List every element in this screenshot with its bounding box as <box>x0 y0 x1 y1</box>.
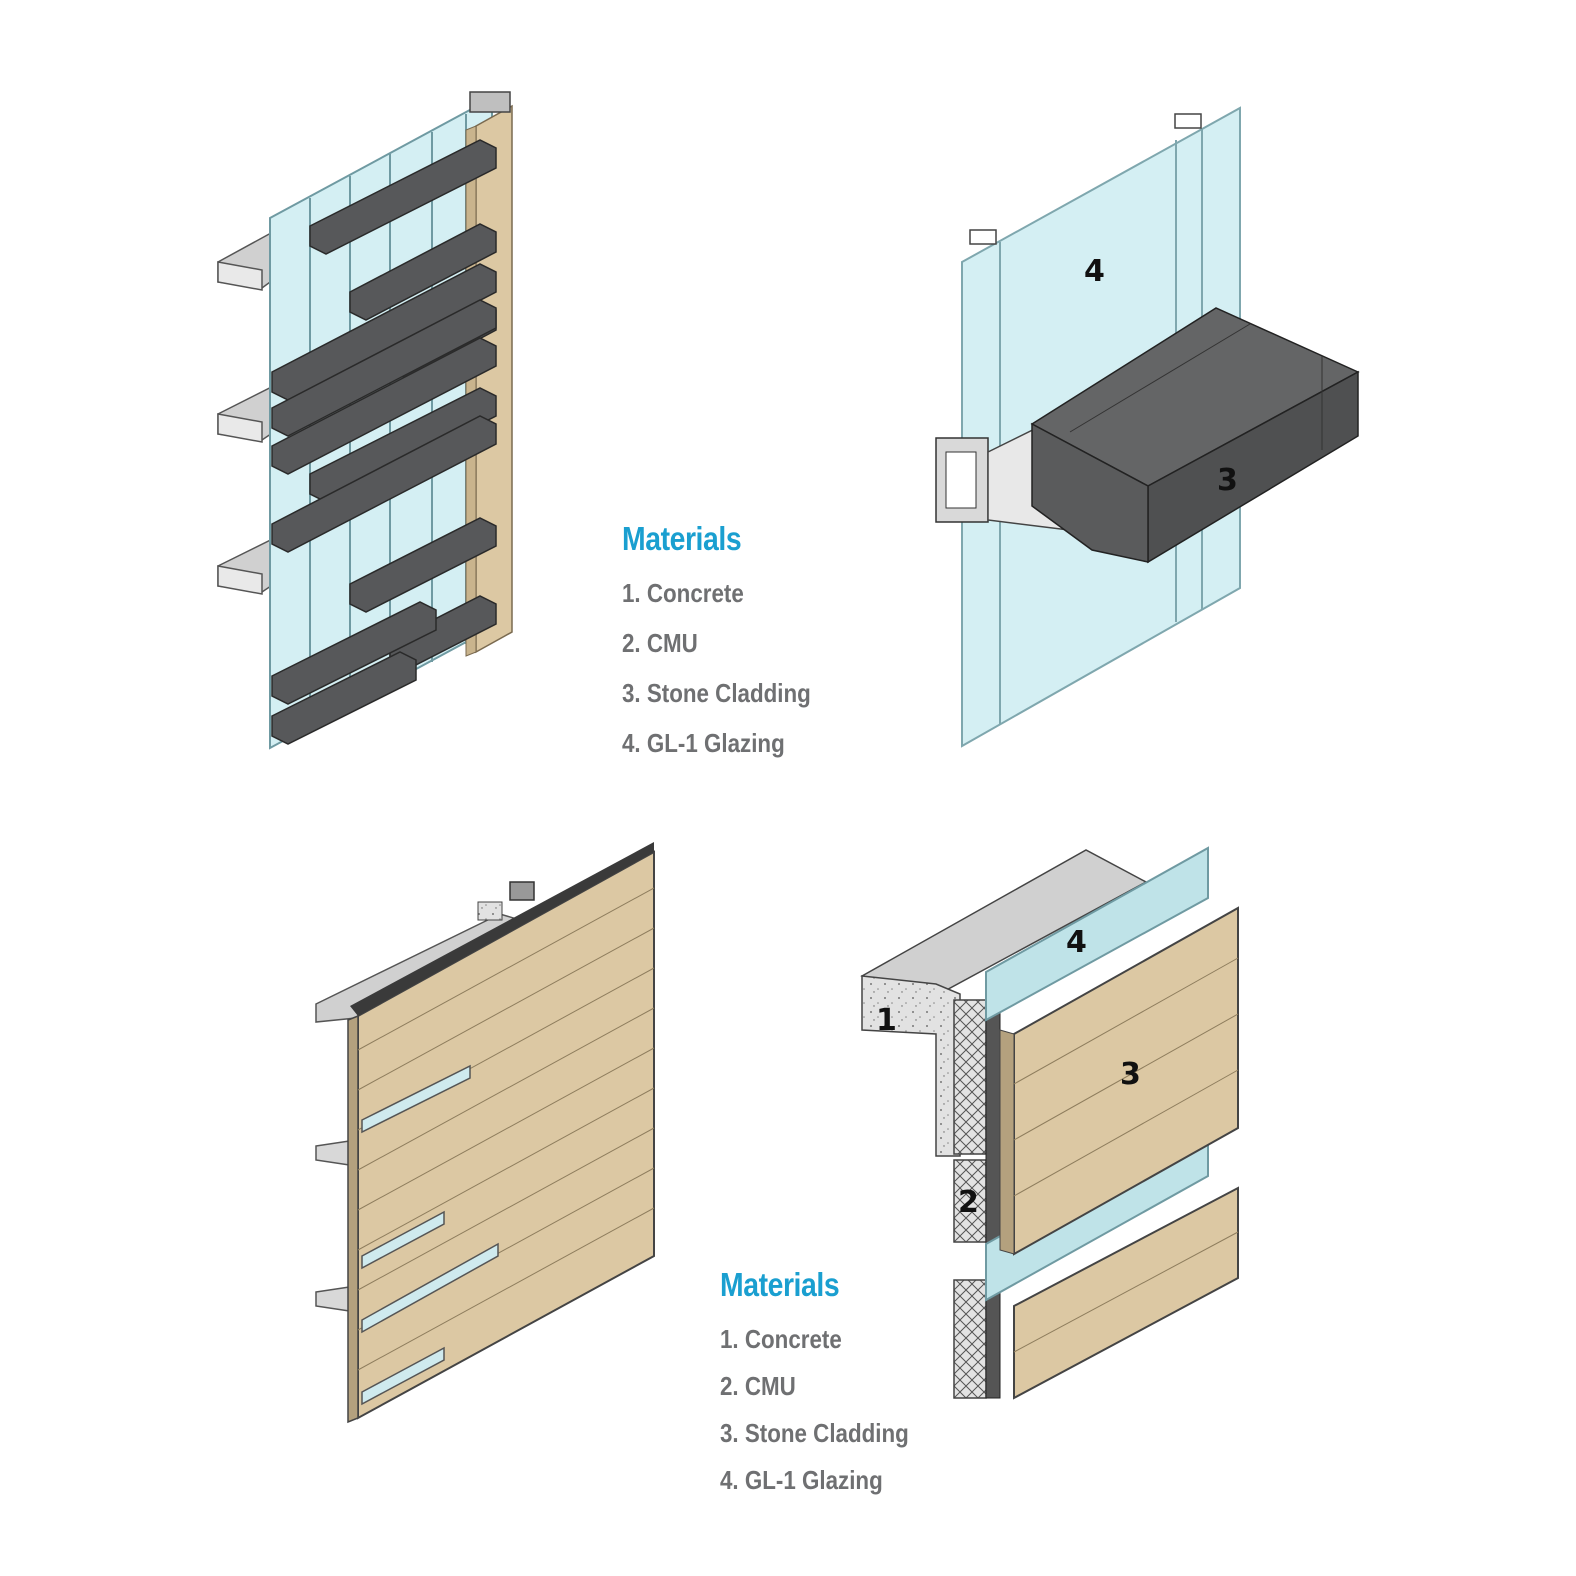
top-left-facade-drawing <box>217 91 513 750</box>
legend-item-stone-cladding: 3. Stone Cladding <box>622 678 811 708</box>
legend-item-concrete: 1. Concrete <box>622 578 744 608</box>
wall-edge <box>347 1014 359 1424</box>
stone-cladding-wall <box>357 850 655 1420</box>
callout-cladding: 3 <box>1120 1057 1141 1092</box>
callout-glazing: 4 <box>1066 925 1087 960</box>
dark-fin <box>349 517 497 613</box>
legend-item-stone-cladding: 3. Stone Cladding <box>720 1418 909 1448</box>
slot-window <box>361 1064 471 1134</box>
top-cap <box>469 91 511 113</box>
legend-title: Materials <box>720 1266 840 1303</box>
callout-concrete: 1 <box>876 1003 897 1038</box>
legend-item-glazing: 4. GL-1 Glazing <box>720 1465 883 1495</box>
legend-item-concrete: 1. Concrete <box>720 1324 842 1354</box>
legend-item-cmu: 2. CMU <box>622 628 698 658</box>
dark-fin <box>271 337 497 475</box>
concrete-slab-section <box>861 975 961 1157</box>
materials-legend-top: Materials 1. Concrete 2. CMU 3. Stone Cl… <box>622 520 842 778</box>
channel-opening <box>945 451 977 509</box>
stone-joints <box>357 887 655 1371</box>
glazing-strip-top <box>985 846 1209 1022</box>
dark-fin <box>309 139 497 255</box>
concrete-section <box>477 901 503 921</box>
cmu-block-lower <box>953 1279 987 1399</box>
dark-fin <box>309 387 497 503</box>
stone-panel-lower-face <box>1013 1186 1239 1400</box>
dark-fin <box>271 263 497 401</box>
dark-fin <box>349 223 497 321</box>
legend-item-glazing: 4. GL-1 Glazing <box>622 728 785 758</box>
top-right-detail-drawing: 4 3 <box>935 106 1360 748</box>
callout-glazing: 4 <box>1084 254 1105 289</box>
cmu-block-middle <box>953 1159 987 1243</box>
bottom-right-section-drawing: 1 2 3 4 <box>860 846 1239 1400</box>
slot-window <box>361 1242 499 1334</box>
cmu-block-upper <box>953 999 987 1155</box>
materials-legend-bottom: Materials 1. Concrete 2. CMU 3. Stone Cl… <box>720 1266 940 1512</box>
top-cap <box>509 881 535 901</box>
callout-cmu: 2 <box>958 1185 979 1220</box>
parapet-cap <box>350 842 654 1016</box>
stone-box-end <box>1031 422 1149 563</box>
stone-column <box>475 104 513 654</box>
insulation-layer <box>985 999 1001 1251</box>
legend-title: Materials <box>622 520 742 557</box>
dark-fin <box>271 299 497 437</box>
bottom-left-facade-drawing <box>315 842 655 1424</box>
callout-cladding: 3 <box>1217 463 1238 498</box>
mullion-cap <box>1174 113 1202 129</box>
stone-joint <box>1013 1231 1239 1353</box>
legend-item-cmu: 2. CMU <box>720 1371 796 1401</box>
mullion-cap <box>969 229 997 245</box>
dark-fin <box>271 651 417 745</box>
dark-fin <box>271 415 497 553</box>
slot-window <box>361 1346 445 1406</box>
stone-joints <box>1013 957 1239 1197</box>
dark-fin <box>271 601 437 705</box>
panel-edge <box>999 1029 1015 1255</box>
slot-window <box>361 1210 445 1270</box>
